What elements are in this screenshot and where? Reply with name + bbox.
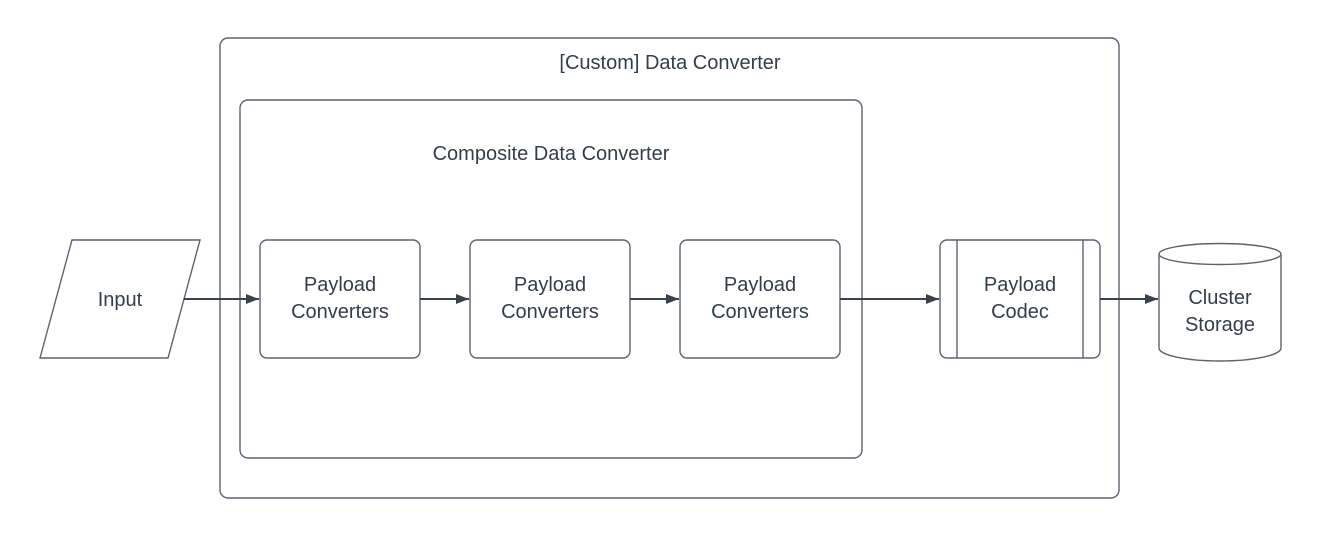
payload-converters-3-box xyxy=(679,239,841,359)
input-parallelogram xyxy=(39,239,201,359)
node-payload-codec: Payload Codec xyxy=(939,239,1101,359)
payload-converters-2-box xyxy=(469,239,631,359)
payload-converters-3-label-line1: Payload xyxy=(724,274,796,296)
payload-converters-1-label-line2: Converters xyxy=(291,301,389,323)
payload-converters-2-label-line1: Payload xyxy=(514,274,586,296)
cluster-storage-label-line2: Storage xyxy=(1185,314,1255,336)
cluster-storage-cylinder-body xyxy=(1158,254,1282,362)
payload-converters-3-label-line2: Converters xyxy=(711,301,809,323)
cluster-storage-label-line1: Cluster xyxy=(1188,287,1252,309)
node-payload-converters-2: Payload Converters xyxy=(469,239,631,359)
payload-converters-2-label-line2: Converters xyxy=(501,301,599,323)
node-payload-converters-1: Payload Converters xyxy=(259,239,421,359)
payload-codec-box xyxy=(939,239,1101,359)
payload-codec-label-line2: Codec xyxy=(991,301,1049,323)
custom-data-converter-label: [Custom] Data Converter xyxy=(559,52,781,74)
payload-codec-label-line1: Payload xyxy=(984,274,1056,296)
payload-converters-1-box xyxy=(259,239,421,359)
payload-converters-1-label-line1: Payload xyxy=(304,274,376,296)
node-input: Input xyxy=(39,239,201,359)
node-cluster-storage: Cluster Storage xyxy=(1158,242,1282,362)
cluster-storage-cylinder-top xyxy=(1158,242,1282,266)
composite-data-converter-label: Composite Data Converter xyxy=(433,143,670,165)
node-payload-converters-3: Payload Converters xyxy=(679,239,841,359)
input-label: Input xyxy=(98,289,143,311)
